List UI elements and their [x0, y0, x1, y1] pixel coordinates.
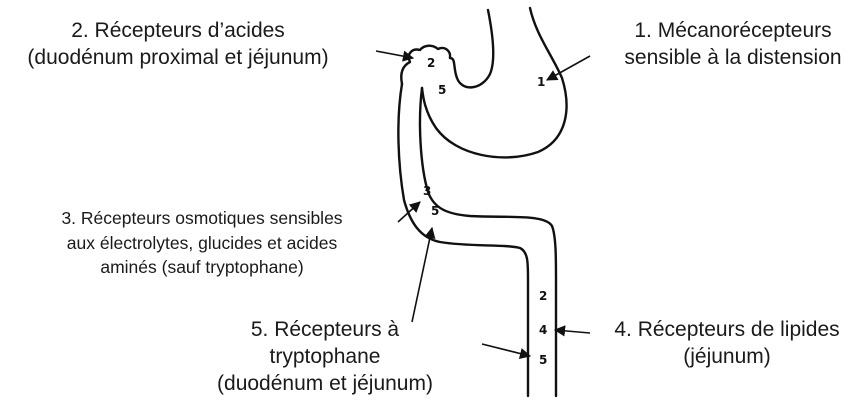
marker-stomach-1: 1	[537, 75, 545, 89]
duodenum-outer-wall	[398, 84, 528, 396]
marker-jejunum-5: 5	[539, 353, 547, 367]
arrow-trypto	[412, 228, 432, 322]
pyloric-bulb	[401, 46, 450, 84]
stomach-lesser-curvature	[450, 10, 493, 87]
marker-bulb-2: 2	[427, 56, 435, 70]
marker-bulb-5: 5	[438, 83, 446, 97]
marker-jejunum-2: 2	[539, 289, 547, 303]
arrow-lipides	[555, 330, 590, 333]
arrow-osmo	[398, 202, 420, 222]
marker-jejunum-4: 4	[539, 323, 547, 337]
arrow-acides	[376, 51, 413, 58]
arrow-trypto-jejunum	[482, 344, 530, 356]
marker-duodenum-5: 5	[431, 204, 439, 218]
marker-duodenum-3: 3	[423, 184, 431, 198]
